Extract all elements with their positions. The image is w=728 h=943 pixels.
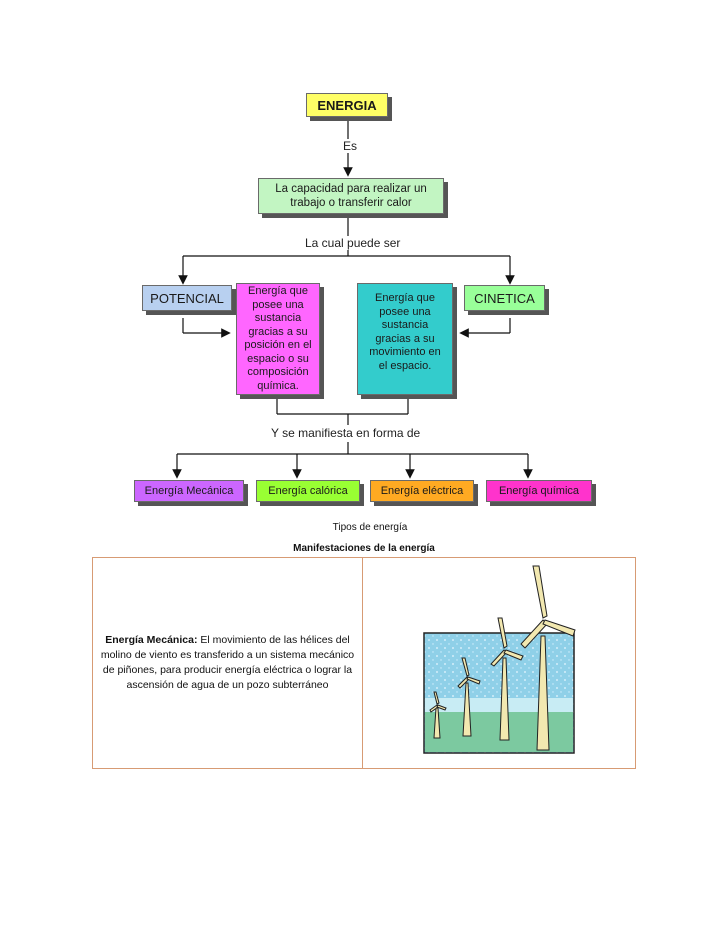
definition-node: La capacidad para realizar un trabajo o … xyxy=(258,178,444,214)
mecanica-description: Energía Mecánica: El movimiento de las h… xyxy=(93,633,362,693)
potencial-node: POTENCIAL xyxy=(142,285,232,311)
link-cual-puede-ser: La cual puede ser xyxy=(302,236,404,250)
potencial-description-node: Energía que posee una sustancia gracias … xyxy=(236,283,320,395)
cinetica-label: CINETICA xyxy=(474,290,535,306)
type-electrica-node: Energía eléctrica xyxy=(370,480,474,502)
cinetica-node: CINETICA xyxy=(464,285,545,311)
type-mecanica-node: Energía Mecánica xyxy=(134,480,244,502)
root-label: ENERGIA xyxy=(317,97,377,113)
link-es: Es xyxy=(340,139,361,153)
concept-map-connectors xyxy=(172,120,533,479)
type-quimica-label: Energía química xyxy=(498,485,580,497)
table-title: Manifestaciones de la energía xyxy=(293,543,435,554)
type-mecanica-label: Energía Mecánica xyxy=(144,485,234,497)
type-calorica-label: Energía calórica xyxy=(268,485,348,497)
table-row: Energía Mecánica: El movimiento de las h… xyxy=(92,557,636,769)
type-electrica-label: Energía eléctrica xyxy=(380,485,464,497)
type-calorica-node: Energía calórica xyxy=(256,480,360,502)
manifestations-table: Energía Mecánica: El movimiento de las h… xyxy=(92,557,636,769)
definition-label: La capacidad para realizar un trabajo o … xyxy=(275,183,427,209)
link-manifiesta: Y se manifiesta en forma de xyxy=(268,426,424,440)
type-quimica-node: Energía química xyxy=(486,480,592,502)
potencial-description: Energía que posee una sustancia gracias … xyxy=(244,285,312,392)
image-cell xyxy=(362,557,636,769)
figure-caption: Tipos de energía xyxy=(332,522,408,533)
cinetica-description-node: Energía que posee una sustancia gracias … xyxy=(357,283,453,395)
mecanica-text: El movimiento de las hélices del molino … xyxy=(100,634,355,691)
root-energia-node: ENERGIA xyxy=(306,93,388,117)
mecanica-term: Energía Mecánica: xyxy=(105,634,198,646)
wind-turbine-illustration xyxy=(423,565,576,754)
cinetica-description: Energía que posee una sustancia gracias … xyxy=(369,292,441,372)
potencial-label: POTENCIAL xyxy=(150,290,224,306)
description-cell: Energía Mecánica: El movimiento de las h… xyxy=(92,557,363,769)
